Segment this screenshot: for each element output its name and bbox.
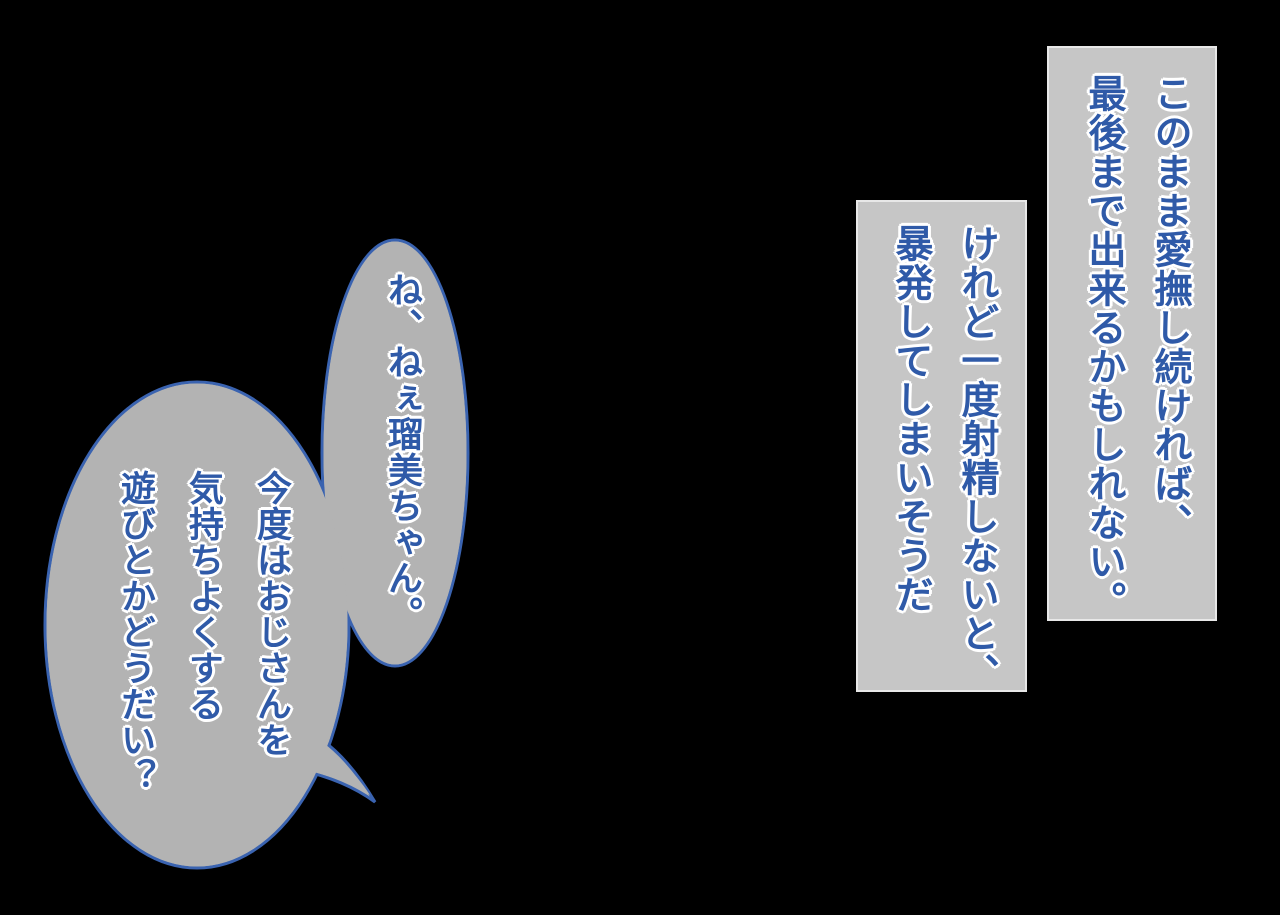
bubble-small-text: ね、ねぇ瑠美ちゃん。 [382, 272, 422, 632]
narration-line: このまま愛撫し続ければ、 [1148, 74, 1192, 542]
bubble-large-line: 気持ちよくする [183, 470, 223, 722]
narration-line: 暴発してしまいそうだ [889, 224, 933, 614]
narration-box-2: けれど一度射精しないと、 暴発してしまいそうだ [856, 200, 1027, 692]
bubble-large-line: 今度はおじさんを [251, 470, 291, 758]
bubble-large-line: 遊びとかどうだい？ [115, 470, 155, 794]
narration-box-1: このまま愛撫し続ければ、 最後まで出来るかもしれない。 [1047, 46, 1217, 621]
narration-line: 最後まで出来るかもしれない。 [1082, 74, 1126, 620]
narration-line: けれど一度射精しないと、 [955, 224, 999, 692]
